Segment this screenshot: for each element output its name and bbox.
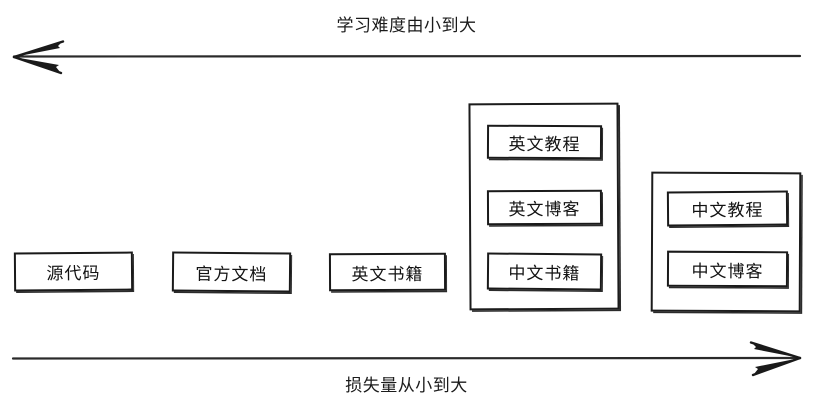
node-chinese-blog[interactable]: 中文博客 [666,250,789,288]
node-source-code[interactable]: 源代码 [13,251,134,292]
node-chinese-books[interactable]: 中文书籍 [486,252,603,291]
top-axis-label: 学习难度由小到大 [336,16,477,36]
node-official-docs[interactable]: 官方文档 [171,251,292,293]
node-chinese-tutorial-label: 中文教程 [691,200,764,222]
node-source-code-label: 源代码 [46,263,101,285]
node-english-books-label: 英文书籍 [351,264,424,285]
node-chinese-blog-label: 中文博客 [691,261,764,282]
node-english-books[interactable]: 英文书籍 [328,252,447,292]
node-english-blog-label: 英文博客 [508,199,581,221]
bottom-axis-label: 损失量从小到大 [345,376,468,396]
node-english-tutorial-label: 英文教程 [508,134,581,155]
node-chinese-tutorial[interactable]: 中文教程 [666,190,789,227]
node-english-blog[interactable]: 英文博客 [486,189,603,226]
top-axis-arrow [12,40,802,75]
node-chinese-books-label: 中文书籍 [508,263,581,285]
node-official-docs-label: 官方文档 [195,264,268,285]
node-english-tutorial[interactable]: 英文教程 [486,124,603,160]
